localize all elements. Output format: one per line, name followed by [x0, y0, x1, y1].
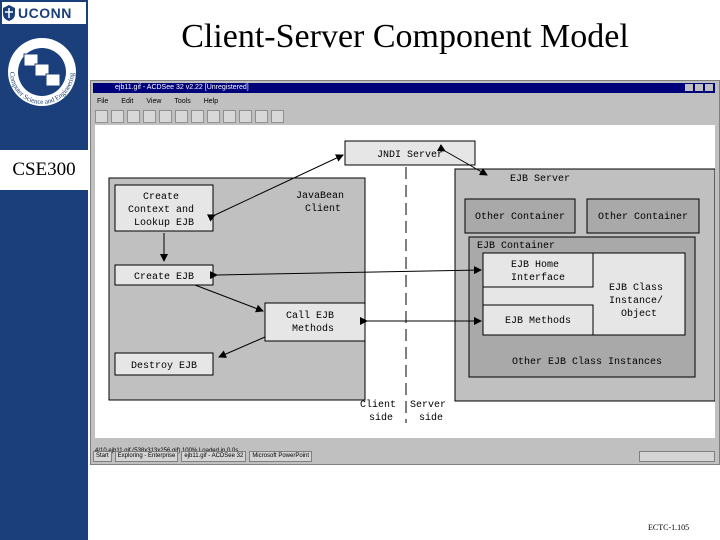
menu-tools[interactable]: Tools — [174, 98, 191, 105]
ejb-home-line2: Interface — [511, 272, 565, 284]
tool-copy-icon[interactable] — [175, 110, 188, 123]
taskbar: Start Exploring - Enterprise ejb11.gif -… — [93, 451, 715, 462]
ejb-class-line3: Object — [621, 308, 657, 320]
server-side-line2: side — [419, 412, 443, 424]
create-context-box — [114, 184, 214, 232]
status-bar: 4/10 ejb11.gif (538x313x256 gif) 100% Lo… — [93, 439, 715, 454]
tool-browse-icon[interactable] — [95, 110, 108, 123]
minimize-button[interactable] — [685, 84, 693, 91]
call-methods-line1: Call EJB — [286, 310, 334, 322]
course-code: CSE300 — [0, 150, 88, 190]
sidebar: UCONN Computer Science and Engineering C… — [0, 0, 88, 540]
close-button[interactable] — [705, 84, 713, 91]
menu-edit[interactable]: Edit — [121, 98, 134, 105]
svg-text:Client side: Client side — [360, 399, 402, 424]
call-methods-line2: Methods — [292, 323, 334, 335]
destroy-ejb-box — [114, 352, 214, 376]
taskbar-item-powerpoint[interactable]: Microsoft PowerPoint — [249, 451, 312, 462]
tool-help-icon[interactable] — [271, 110, 284, 123]
create-ejb-label: Create EJB — [134, 272, 194, 283]
ejb-home-box — [482, 252, 594, 288]
tool-zoom-icon[interactable] — [159, 110, 172, 123]
menu-view[interactable]: View — [146, 98, 162, 105]
tool-prev-icon[interactable] — [127, 110, 140, 123]
start-button[interactable]: Start — [93, 451, 112, 462]
toolbar — [95, 110, 284, 123]
other-container-right-box — [586, 198, 700, 234]
tool-view-icon[interactable] — [111, 110, 124, 123]
diagram-canvas: JNDI Server EJB Server Create Context an… — [95, 125, 715, 438]
brand-name: UCONN — [18, 5, 72, 21]
menu-bar: File Edit View Tools Help — [93, 96, 218, 108]
call-methods-box — [264, 302, 366, 342]
department-logo-icon: Computer Science and Engineering — [8, 38, 76, 106]
destroy-ejb-label: Destroy EJB — [131, 361, 197, 372]
svg-text:Create Context and: Create Context and Lookup EJB — [128, 192, 200, 229]
taskbar-item-explorer[interactable]: Exploring - Enterprise — [114, 451, 179, 462]
ejb-server-label: EJB Server — [510, 174, 570, 185]
javabean-line2: Client — [305, 203, 341, 215]
client-side-line2: side — [369, 412, 393, 424]
client-side-line1: Client — [360, 399, 396, 411]
menu-file[interactable]: File — [97, 98, 109, 105]
create-ejb-arrow — [209, 266, 482, 280]
tool-delete-icon[interactable] — [207, 110, 220, 123]
ejb-diagram: JNDI Server EJB Server Create Context an… — [108, 140, 715, 424]
crest-icon — [3, 5, 15, 21]
tool-move-icon[interactable] — [191, 110, 204, 123]
other-container-right-label: Other Container — [598, 211, 688, 223]
ejb-container-label: EJB Container — [477, 240, 555, 252]
svg-text:EJB Class Instance/: EJB Class Instance/ Object — [609, 282, 669, 320]
svg-text:Call EJB Methods: Call EJB Methods — [286, 310, 340, 335]
jndi-label: JNDI Server — [377, 150, 443, 161]
uconn-logo: UCONN — [2, 2, 86, 24]
ejb-methods-label: EJB Methods — [505, 315, 571, 327]
slide-footer: ECTC-1.105 — [648, 523, 690, 532]
create-context-line2: Context and — [128, 204, 194, 216]
window-titlebar: ejb11.gif - ACDSee 32 v2.22 [Unregistere… — [93, 83, 715, 93]
ejb-class-line2: Instance/ — [609, 295, 663, 307]
svg-text:Server side: Server side — [410, 400, 452, 424]
ejb-home-line1: EJB Home — [511, 260, 559, 271]
ejb-methods-box — [482, 304, 594, 336]
slide-title: Client-Server Component Model — [181, 18, 629, 55]
window-title: ejb11.gif - ACDSee 32 v2.22 [Unregistere… — [115, 84, 249, 91]
lookup-arrow — [206, 154, 344, 222]
svg-text:EJB Home Interface: EJB Home Interface — [511, 260, 565, 284]
create-context-line3: Lookup EJB — [134, 217, 194, 229]
call-to-destroy-arrow — [218, 336, 266, 358]
other-instances-label: Other EJB Class Instances — [512, 356, 662, 368]
system-tray — [639, 451, 715, 462]
tool-print-icon[interactable] — [255, 110, 268, 123]
viewer-window: ejb11.gif - ACDSee 32 v2.22 [Unregistere… — [90, 80, 720, 465]
tool-info-icon[interactable] — [239, 110, 252, 123]
tool-rotate-icon[interactable] — [223, 110, 236, 123]
maximize-button[interactable] — [695, 84, 703, 91]
server-side-line1: Server — [410, 400, 446, 411]
jndi-server-arrow — [436, 144, 488, 176]
create-context-line1: Create — [143, 192, 179, 203]
other-container-left-label: Other Container — [475, 211, 565, 223]
menu-help[interactable]: Help — [203, 98, 219, 105]
create-to-call-arrow — [194, 284, 264, 313]
other-container-left-box — [464, 198, 576, 234]
javabean-line1: JavaBean — [296, 191, 344, 202]
ejb-class-line1: EJB Class — [609, 282, 663, 294]
taskbar-item-acdsee[interactable]: ejb11.gif - ACDSee 32 — [181, 451, 247, 462]
tool-next-icon[interactable] — [143, 110, 156, 123]
